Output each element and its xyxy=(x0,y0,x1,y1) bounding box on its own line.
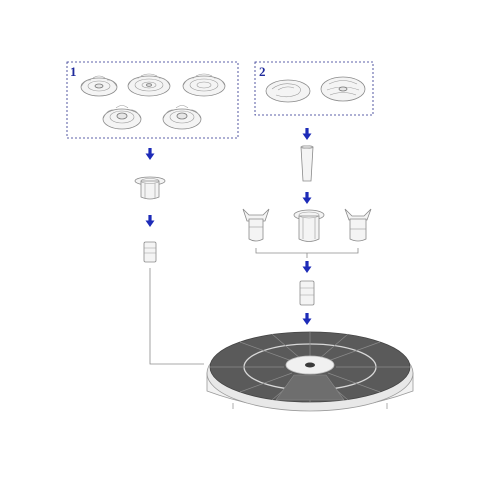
nozzle-group-1: 1 xyxy=(66,61,239,139)
nozzle-icon xyxy=(344,208,372,242)
nozzle-icon xyxy=(293,209,325,242)
connector-icon xyxy=(143,241,157,263)
nozzle-icon xyxy=(242,208,270,242)
nozzle-head-1e xyxy=(162,105,202,130)
bracket-line xyxy=(255,248,359,258)
down-arrow-icon xyxy=(145,215,155,227)
nozzle-group-1-frame xyxy=(66,61,239,139)
nozzle-head-1a xyxy=(80,75,118,97)
nozzle-head-1c xyxy=(182,73,226,97)
nozzle-head-2a xyxy=(265,79,311,103)
down-arrow-icon xyxy=(302,261,312,273)
group-1-label: 1 xyxy=(70,64,77,79)
leader-line xyxy=(149,268,204,365)
nozzle-head-2b xyxy=(320,76,366,102)
down-arrow-icon xyxy=(302,128,312,140)
down-arrow-icon xyxy=(145,148,155,160)
down-arrow-icon xyxy=(302,192,312,204)
nozzle-adapter-icon xyxy=(134,176,166,200)
connector-icon xyxy=(299,280,315,306)
nozzle-head-1b xyxy=(127,73,171,97)
nozzle-head-1d xyxy=(102,105,142,130)
group-2-label: 2 xyxy=(259,64,266,79)
nozzle-group-2: 2 xyxy=(254,61,374,116)
solar-fountain-pump-icon xyxy=(206,331,414,412)
down-arrow-icon xyxy=(302,313,312,325)
extension-tube-icon xyxy=(300,145,314,182)
nozzle-group-2-frame xyxy=(254,61,374,116)
